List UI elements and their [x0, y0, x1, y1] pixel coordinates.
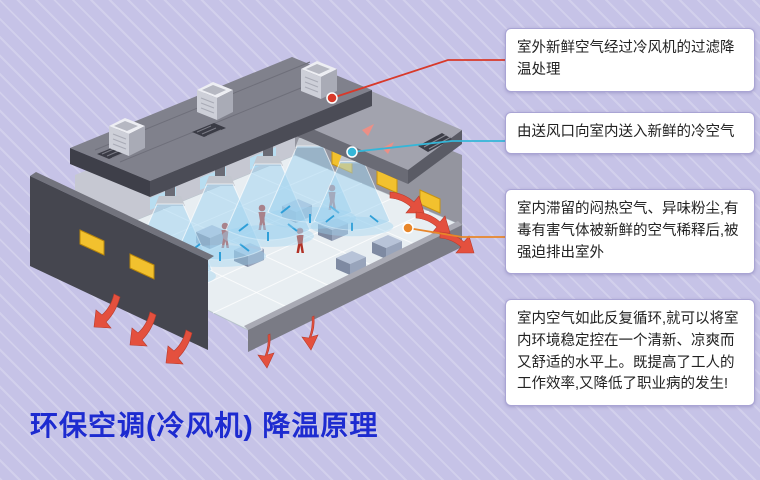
- roof-cooler-unit: [109, 118, 145, 156]
- exhaust-arrow: [389, 191, 425, 214]
- roof-cooler-units: [109, 61, 337, 156]
- connector-line-outdoor-air: [331, 59, 505, 99]
- callout-exhaust-air: 室内滞留的闷热空气、异味粉尘,有毒有害气体被新鲜的空气稀释后,被强迫排出室外: [505, 189, 755, 275]
- wall-vent: [129, 253, 155, 280]
- exhaust-arrows: [93, 191, 475, 369]
- callout-supply-air-text: 由送风口向室内送入新鲜的冷空气: [517, 124, 735, 140]
- roof-vent-grille: [192, 123, 226, 137]
- roof-main-slab: [70, 57, 372, 197]
- exhaust-arrow: [439, 231, 475, 254]
- exhaust-arrow: [93, 293, 121, 329]
- exhaust-arrow: [129, 311, 157, 347]
- connector-line-supply-air: [351, 140, 505, 153]
- exhaust-arrow: [301, 315, 319, 351]
- supply-air-arrows: [325, 214, 379, 231]
- callout-exhaust-air-text: 室内滞留的闷热空气、异味粉尘,有毒有害气体被新鲜的空气稀释后,被强迫排出室外: [517, 201, 739, 261]
- callout-connectors: [326, 59, 505, 238]
- exhaust-arrow: [165, 329, 193, 365]
- roof-cooler-unit: [197, 82, 233, 120]
- supply-air-arrows: [238, 223, 298, 241]
- page-title: 环保空调(冷风机) 降温原理: [30, 410, 379, 441]
- callout-outdoor-air: 室外新鲜空气经过冷风机的过滤降温处理: [505, 28, 755, 92]
- connector-dot-outdoor-air: [326, 92, 338, 104]
- callout-circulation-text: 室内空气如此反复循环,就可以将室内环境稳定控在一个清新、凉爽而又舒适的水平上。既…: [517, 311, 739, 393]
- front-parapet-wall: [244, 221, 462, 352]
- roof-cooler-unit: [301, 61, 337, 99]
- callout-supply-air: 由送风口向室内送入新鲜的冷空气: [505, 112, 755, 154]
- connector-line-exhaust: [407, 227, 505, 238]
- connector-dot-exhaust: [402, 222, 414, 234]
- outer-left-wall: [30, 172, 214, 350]
- wall-vent: [79, 229, 105, 256]
- callout-circulation: 室内空气如此反复循环,就可以将室内环境稳定控在一个清新、凉爽而又舒适的水平上。既…: [505, 299, 755, 406]
- connector-dot-supply-air: [346, 146, 358, 158]
- callout-outdoor-air-text: 室外新鲜空气经过冷风机的过滤降温处理: [517, 40, 735, 78]
- exhaust-arrow: [257, 333, 275, 369]
